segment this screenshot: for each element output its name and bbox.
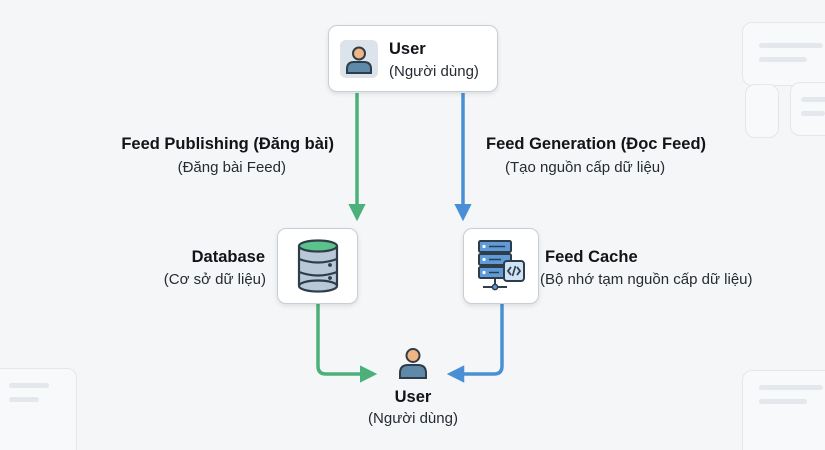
arrow-feed-cache-to-user (446, 304, 504, 383)
feed-publishing-label: Feed Publishing (Đăng bài) (121, 135, 334, 153)
feed-cache-subtitle: (Bộ nhớ tạm nguồn cấp dữ liệu) (540, 271, 753, 288)
database-icon (297, 239, 339, 293)
background-card-top-right (742, 22, 825, 86)
arrow-database-to-user (316, 304, 378, 383)
feed-cache-title: Feed Cache (545, 248, 638, 266)
user-bottom-subtitle: (Người dùng) (368, 410, 458, 427)
background-card-mid-right (790, 82, 825, 136)
feed-publishing-sublabel: (Đăng bài Feed) (177, 159, 286, 176)
background-card-mid-right-small (745, 84, 779, 138)
background-card-bottom-right (742, 370, 825, 450)
feed-generation-label: Feed Generation (Đọc Feed) (486, 135, 707, 153)
database-node (277, 228, 358, 304)
server-cache-icon (478, 240, 525, 291)
user-icon (340, 40, 378, 78)
user-bottom-title: User (394, 388, 432, 406)
feed-generation-sublabel: (Tạo nguồn cấp dữ liệu) (505, 159, 666, 176)
user-icon (399, 348, 427, 379)
database-subtitle: (Cơ sở dữ liệu) (163, 271, 266, 288)
database-title: Database (191, 248, 265, 266)
user-top-node: User (Người dùng) (328, 25, 498, 92)
background-card-bottom-left (0, 368, 77, 450)
user-bottom-node: User (Người dùng) (360, 344, 466, 434)
feed-cache-node (463, 228, 539, 304)
user-top-title: User (389, 40, 426, 58)
user-top-subtitle: (Người dùng) (389, 63, 479, 80)
